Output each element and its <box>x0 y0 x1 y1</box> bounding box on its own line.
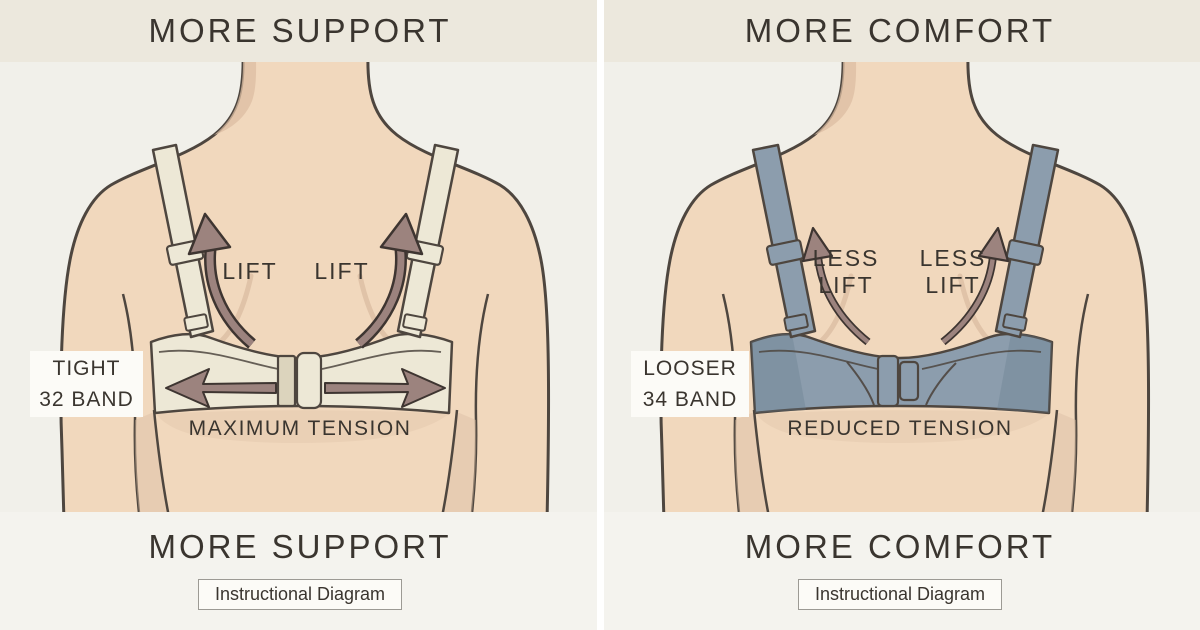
right-strap <box>994 143 1060 339</box>
tension-arrow-left-icon <box>165 368 277 408</box>
tension-arrow-right-icon <box>324 368 446 408</box>
wing-shade <box>997 333 1052 413</box>
body-outline <box>59 52 551 524</box>
bra-comfort <box>749 143 1060 415</box>
right-strap <box>396 143 460 339</box>
band-clasp <box>276 354 297 408</box>
tension-label: MAXIMUM TENSION <box>188 417 412 440</box>
strap-adjuster <box>183 313 209 332</box>
less-lift-arrow-icons <box>801 226 1010 346</box>
header-band: MORE SUPPORT <box>0 0 600 62</box>
back-figure-support-illustration <box>59 52 551 524</box>
strap-adjuster <box>402 313 428 332</box>
neck-shade <box>814 54 857 135</box>
neck-shade <box>214 54 257 135</box>
caption-box: Instructional Diagram <box>797 579 1003 610</box>
back-crease <box>216 273 254 346</box>
under-band-shadow <box>756 410 1049 444</box>
left-strap <box>751 143 817 339</box>
footer-section: MORE SUPPORT Instructional Diagram <box>0 512 600 630</box>
wing-shade <box>751 333 806 413</box>
strap-adjuster <box>1002 313 1028 332</box>
strap-slider <box>765 239 805 266</box>
band-fold-line <box>846 361 875 406</box>
panel-title-bottom: MORE SUPPORT <box>148 528 452 565</box>
footer-section: MORE COMFORT Instructional Diagram <box>600 512 1200 630</box>
band-clasp <box>295 351 323 410</box>
strap-adjuster <box>783 313 809 332</box>
lift-label-right: LIFT <box>314 258 370 284</box>
tension-arrow-icons <box>165 368 446 408</box>
header-band: MORE COMFORT <box>600 0 1200 62</box>
band-clasp <box>898 360 920 402</box>
back-figure-comfort-illustration <box>659 52 1151 524</box>
panel-title-top: MORE SUPPORT <box>148 12 452 49</box>
tension-label: REDUCED TENSION <box>787 417 1013 440</box>
panel-title-top: MORE COMFORT <box>744 12 1056 49</box>
left-strap <box>151 143 215 339</box>
lift-arrow-icons <box>187 212 424 349</box>
band-clasp <box>876 354 900 408</box>
panel-divider <box>597 0 604 630</box>
body-outline <box>659 52 1151 524</box>
under-band-shadow <box>156 410 449 444</box>
caption-box: Instructional Diagram <box>197 579 403 610</box>
strap-slider <box>1005 239 1045 266</box>
band-fold-line <box>925 362 957 406</box>
lift-label-left: LIFT <box>222 258 278 284</box>
panel-title-bottom: MORE COMFORT <box>744 528 1056 565</box>
